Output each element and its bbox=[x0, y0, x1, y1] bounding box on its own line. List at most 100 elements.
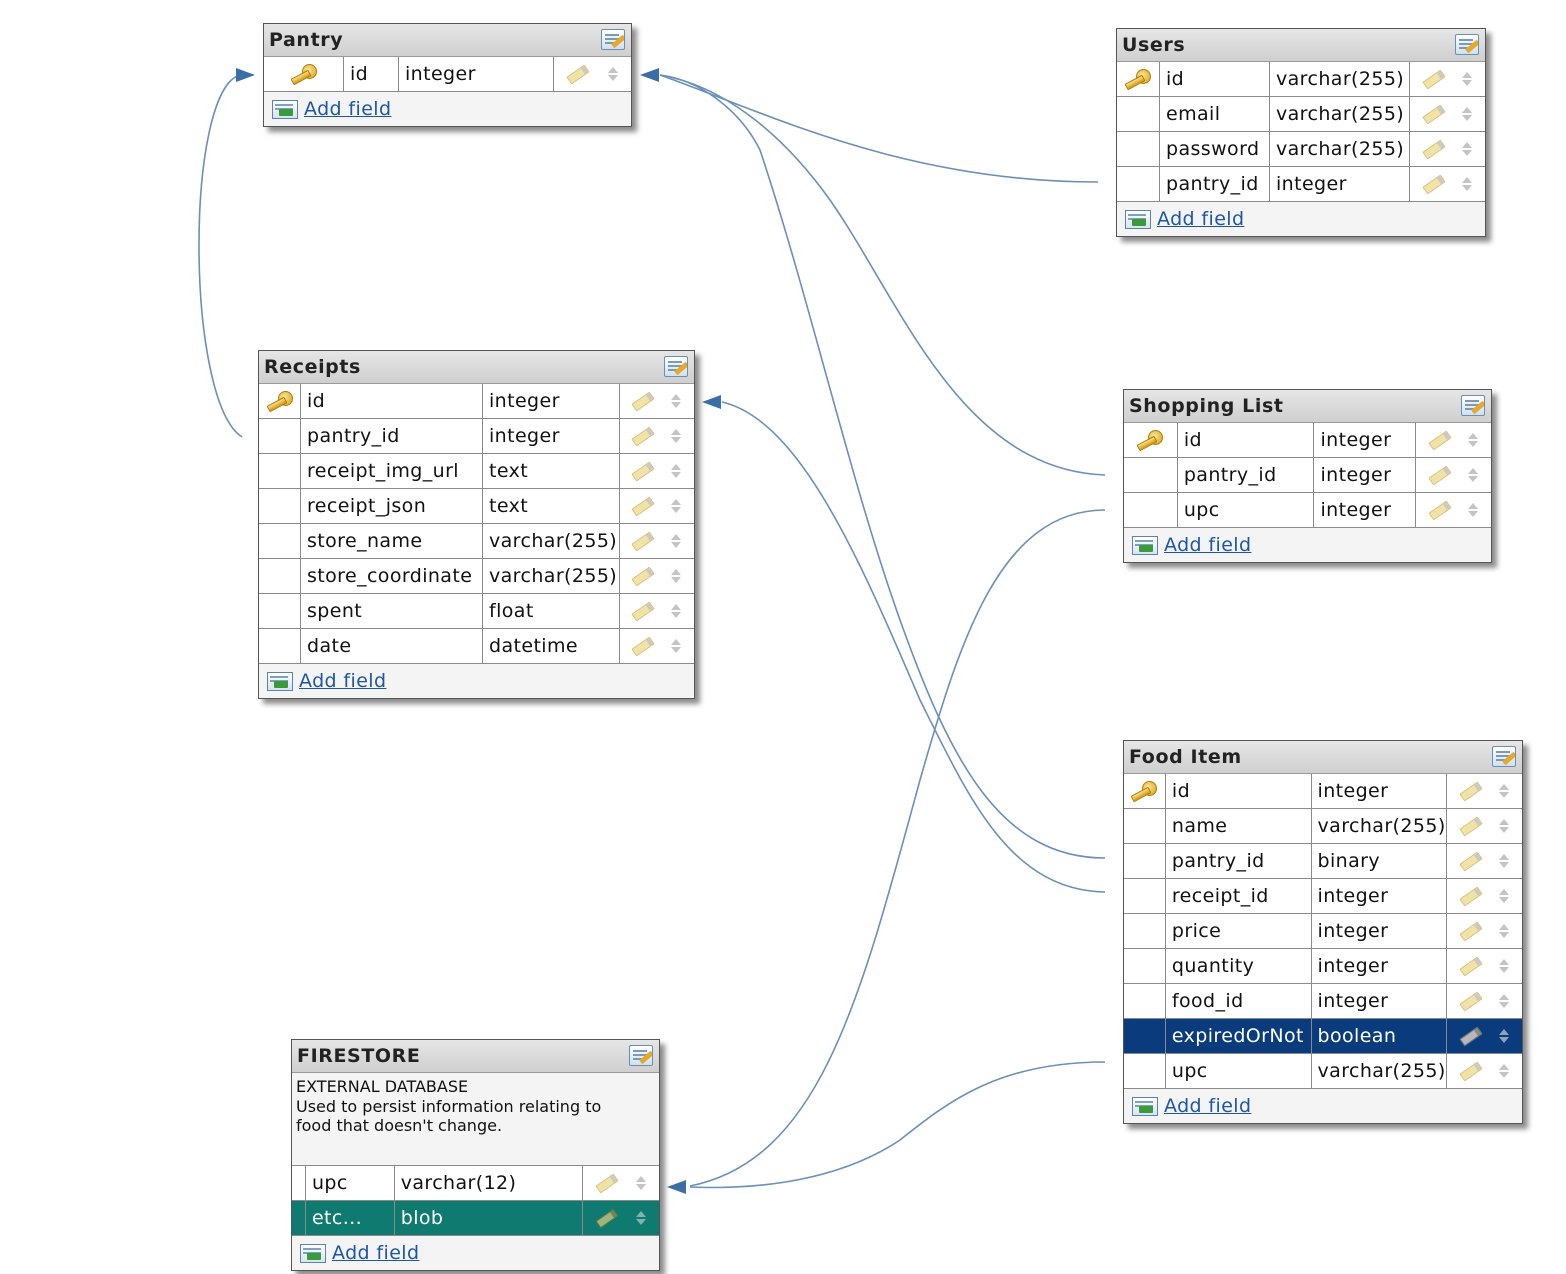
reorder-field-icon[interactable] bbox=[1499, 819, 1510, 833]
reorder-field-icon[interactable] bbox=[670, 394, 681, 408]
reorder-field-icon[interactable] bbox=[636, 1211, 647, 1225]
edit-field-icon[interactable] bbox=[631, 391, 655, 411]
edit-field-icon[interactable] bbox=[631, 601, 655, 621]
table-header[interactable]: Users bbox=[1117, 29, 1485, 62]
table-firestore[interactable]: FIRESTORE EXTERNAL DATABASE Used to pers… bbox=[291, 1039, 660, 1271]
edit-field-icon[interactable] bbox=[1459, 956, 1483, 976]
reorder-field-icon[interactable] bbox=[1499, 1064, 1510, 1078]
edit-table-icon[interactable] bbox=[601, 29, 625, 50]
reorder-field-icon[interactable] bbox=[670, 499, 681, 513]
edit-field-icon[interactable] bbox=[1428, 500, 1452, 520]
reorder-field-icon[interactable] bbox=[636, 1176, 647, 1190]
edit-field-icon[interactable] bbox=[631, 531, 655, 551]
reorder-field-icon[interactable] bbox=[1468, 503, 1479, 517]
edit-table-icon[interactable] bbox=[664, 356, 688, 377]
reorder-field-icon[interactable] bbox=[670, 464, 681, 478]
table-header[interactable]: Shopping List bbox=[1124, 390, 1491, 423]
reorder-field-icon[interactable] bbox=[1462, 107, 1473, 121]
edit-field-icon[interactable] bbox=[1428, 430, 1452, 450]
edit-field-icon[interactable] bbox=[1459, 921, 1483, 941]
add-field-row[interactable]: Add field bbox=[292, 1236, 659, 1270]
reorder-field-icon[interactable] bbox=[607, 67, 618, 81]
edit-table-icon[interactable] bbox=[1492, 746, 1516, 767]
reorder-field-icon[interactable] bbox=[670, 534, 681, 548]
reorder-field-icon[interactable] bbox=[1462, 177, 1473, 191]
edit-field-icon[interactable] bbox=[1459, 991, 1483, 1011]
edit-table-icon[interactable] bbox=[1461, 395, 1485, 416]
reorder-field-icon[interactable] bbox=[670, 604, 681, 618]
add-field-row[interactable]: Add field bbox=[259, 664, 694, 698]
edit-field-icon[interactable] bbox=[631, 566, 655, 586]
edit-field-icon[interactable] bbox=[1459, 1026, 1483, 1046]
table-header[interactable]: FIRESTORE bbox=[292, 1040, 659, 1073]
reorder-field-icon[interactable] bbox=[1499, 924, 1510, 938]
edit-field-icon[interactable] bbox=[1422, 104, 1446, 124]
reorder-field-icon[interactable] bbox=[1499, 994, 1510, 1008]
edit-field-icon[interactable] bbox=[1422, 69, 1446, 89]
add-field-row[interactable]: Add field bbox=[1124, 528, 1491, 562]
table-header[interactable]: Pantry bbox=[264, 24, 631, 57]
add-field-row[interactable]: Add field bbox=[264, 92, 631, 126]
add-field-row[interactable]: Add field bbox=[1124, 1089, 1522, 1123]
reorder-field-icon[interactable] bbox=[1468, 433, 1479, 447]
add-field-link[interactable]: Add field bbox=[1157, 208, 1245, 230]
reorder-field-icon[interactable] bbox=[670, 569, 681, 583]
reorder-field-icon[interactable] bbox=[1462, 72, 1473, 86]
add-field-row[interactable]: Add field bbox=[1117, 202, 1485, 236]
add-field-link[interactable]: Add field bbox=[299, 670, 387, 692]
reorder-field-icon[interactable] bbox=[1462, 142, 1473, 156]
add-field-link[interactable]: Add field bbox=[1164, 1095, 1252, 1117]
edit-field-icon[interactable] bbox=[1459, 781, 1483, 801]
table-header[interactable]: Food Item bbox=[1124, 741, 1522, 774]
edit-table-icon[interactable] bbox=[1455, 34, 1479, 55]
reorder-field-icon[interactable] bbox=[1499, 959, 1510, 973]
reorder-field-icon[interactable] bbox=[1499, 1029, 1510, 1043]
reorder-field-icon[interactable] bbox=[1499, 889, 1510, 903]
add-field-link[interactable]: Add field bbox=[304, 98, 392, 120]
edit-field-icon[interactable] bbox=[1459, 851, 1483, 871]
add-field-link[interactable]: Add field bbox=[332, 1242, 420, 1264]
reorder-field-icon[interactable] bbox=[670, 429, 681, 443]
field-row[interactable]: etc...blob bbox=[292, 1201, 659, 1236]
edit-field-icon[interactable] bbox=[1459, 816, 1483, 836]
edit-field-icon[interactable] bbox=[631, 426, 655, 446]
reorder-field-icon[interactable] bbox=[1499, 854, 1510, 868]
edit-field-icon[interactable] bbox=[595, 1208, 619, 1228]
edit-field-icon[interactable] bbox=[1422, 174, 1446, 194]
edit-field-icon[interactable] bbox=[1459, 886, 1483, 906]
edit-table-icon[interactable] bbox=[629, 1045, 653, 1066]
edit-field-icon[interactable] bbox=[595, 1173, 619, 1193]
edit-field-icon[interactable] bbox=[1422, 139, 1446, 159]
edit-field-icon[interactable] bbox=[1428, 465, 1452, 485]
edit-field-icon[interactable] bbox=[566, 64, 590, 84]
table-header[interactable]: Receipts bbox=[259, 351, 694, 384]
